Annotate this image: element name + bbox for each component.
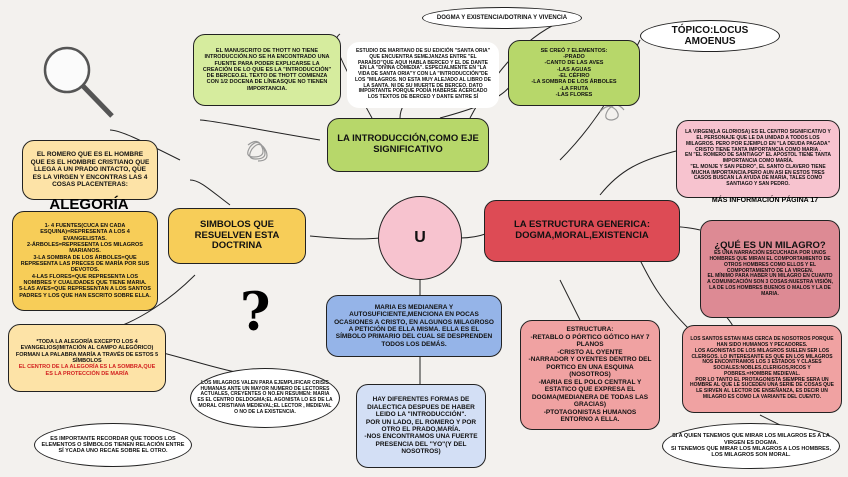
que-es-milagro-text: ES UNA NARRACIÓN ESCUCHADA POR UNOS HOMB… xyxy=(707,250,833,297)
importante-text: ES IMPORTANTE RECORDAR QUE TODOS LOS ELE… xyxy=(41,435,185,455)
elementos-text: SE CREÓ 7 ELEMENTOS: -PRADO -CANTO DE LA… xyxy=(531,47,617,98)
toda-alegoria-box: *TODA LA ALEGORÍA EXCEPTO LOS 4 EVANGELI… xyxy=(8,324,166,392)
virgen-text: LA VIRGEN(LA GLORIOSA) ES EL CENTRO SIGN… xyxy=(685,129,831,187)
romero-text: EL ROMERO QUE ES EL HOMBRE QUE ES EL HOM… xyxy=(30,151,150,189)
magnifier-icon xyxy=(43,46,114,118)
spring-icon xyxy=(247,140,268,162)
mas-info-text: MÁS INFORMACIÓN PÁGINA 17 xyxy=(711,197,819,204)
dialectica-text: HAY DIFERENTES FORMAS DE DIALECTICA DESP… xyxy=(364,396,478,456)
simbolos-node: SIMBOLOS QUE RESUELVEN ESTA DOCTRINA xyxy=(168,208,306,264)
dialectica-box: HAY DIFERENTES FORMAS DE DIALECTICA DESP… xyxy=(356,384,486,468)
toda-alegoria-red-text: EL CENTRO DE LA ALEGORÍA ES LA SOMBRA,QU… xyxy=(18,364,156,377)
topic-title: TÓPICO:LOCUS AMOENUS xyxy=(640,20,780,52)
swirl-icon xyxy=(599,104,625,121)
santos-box: LOS SANTOS ESTAN MAS CERCA DE NOSOTROS P… xyxy=(682,325,842,413)
milagros-valen-box: LOS MILAGROS VALEN PARA EJEMPLIFICAR CRI… xyxy=(190,368,340,428)
estructura-generica-text: LA ESTRUCTURA GENERICA: DOGMA,MORAL,EXIS… xyxy=(514,219,650,241)
introduccion-text: LA INTRODUCCIÓN,COMO EJE SIGNIFICATIVO xyxy=(337,133,479,155)
dogma-existencia-text: DOGMA Y EXISTENCIA/DOTRINA Y VIVENCIA xyxy=(436,14,568,21)
importante-box: ES IMPORTANTE RECORDAR QUE TODOS LOS ELE… xyxy=(34,423,192,467)
maria-text: MARIA ES MEDIANERA Y AUTOSUFICIENTE,MENC… xyxy=(334,303,494,348)
manuscrito-box: EL MANUSCRITO DE THOTT NO TIENE INTRODUC… xyxy=(193,34,341,106)
simbolos-text: SIMBOLOS QUE RESUELVEN ESTA DOCTRINA xyxy=(194,218,280,252)
elementos-box: SE CREÓ 7 ELEMENTOS: -PRADO -CANTO DE LA… xyxy=(508,40,640,106)
center-letter: U xyxy=(414,228,426,246)
dogma-existencia-title: DOGMA Y EXISTENCIA/DOTRINA Y VIVENCIA xyxy=(422,7,582,29)
maritano-box: ESTUDIO DE MARITANO DE SU EDICIÓN "SANTA… xyxy=(347,42,499,108)
alegoria-title: ALEGORÍA xyxy=(49,196,129,213)
milagros-valen-text: LOS MILAGROS VALEN PARA EJEMPLIFICAR CRI… xyxy=(197,379,333,415)
estructura-box: ESTRUCTURA: -RETABLO O PÓRTICO GÓTICO HA… xyxy=(520,320,660,430)
virgen-box: LA VIRGEN(LA GLORIOSA) ES EL CENTRO SIGN… xyxy=(676,120,840,198)
santos-text: LOS SANTOS ESTAN MAS CERCA DE NOSOTROS P… xyxy=(690,336,834,400)
maria-box: MARIA ES MEDIANERA Y AUTOSUFICIENTE,MENC… xyxy=(326,295,502,357)
manuscrito-text: EL MANUSCRITO DE THOTT NO TIENE INTRODUC… xyxy=(202,47,332,92)
maritano-text: ESTUDIO DE MARITANO DE SU EDICIÓN "SANTA… xyxy=(355,48,491,101)
introduccion-node: LA INTRODUCCIÓN,COMO EJE SIGNIFICATIVO xyxy=(327,118,489,172)
topic-text: TÓPICO:LOCUS AMOENUS xyxy=(671,24,749,48)
alegoria-list-text: 1- 4 FUENTES(CUCA EN CADA ESQUINA)=REPRE… xyxy=(19,223,151,299)
que-es-milagro-box: ¿QUÉ ES UN MILAGRO? ES UNA NARRACIÓN ESC… xyxy=(700,220,840,318)
si-quien-box: SI A QUIEN TENEMOS QUE MIRAR LOS MILAGRO… xyxy=(662,423,840,469)
si-quien-text: SI A QUIEN TENEMOS QUE MIRAR LOS MILAGRO… xyxy=(670,433,831,459)
estructura-text: ESTRUCTURA: -RETABLO O PÓRTICO GÓTICO HA… xyxy=(528,326,652,424)
toda-alegoria-text: *TODA LA ALEGORÍA EXCEPTO LOS 4 EVANGELI… xyxy=(15,339,159,364)
romero-box: EL ROMERO QUE ES EL HOMBRE QUE ES EL HOM… xyxy=(22,140,158,200)
center-node: U xyxy=(378,196,462,280)
alegoria-list-box: 1- 4 FUENTES(CUCA EN CADA ESQUINA)=REPRE… xyxy=(12,211,158,311)
question-mark-icon: ? xyxy=(240,282,271,343)
que-es-milagro-title: ¿QUÉ ES UN MILAGRO? xyxy=(714,239,826,251)
estructura-generica-node: LA ESTRUCTURA GENERICA: DOGMA,MORAL,EXIS… xyxy=(484,200,680,262)
